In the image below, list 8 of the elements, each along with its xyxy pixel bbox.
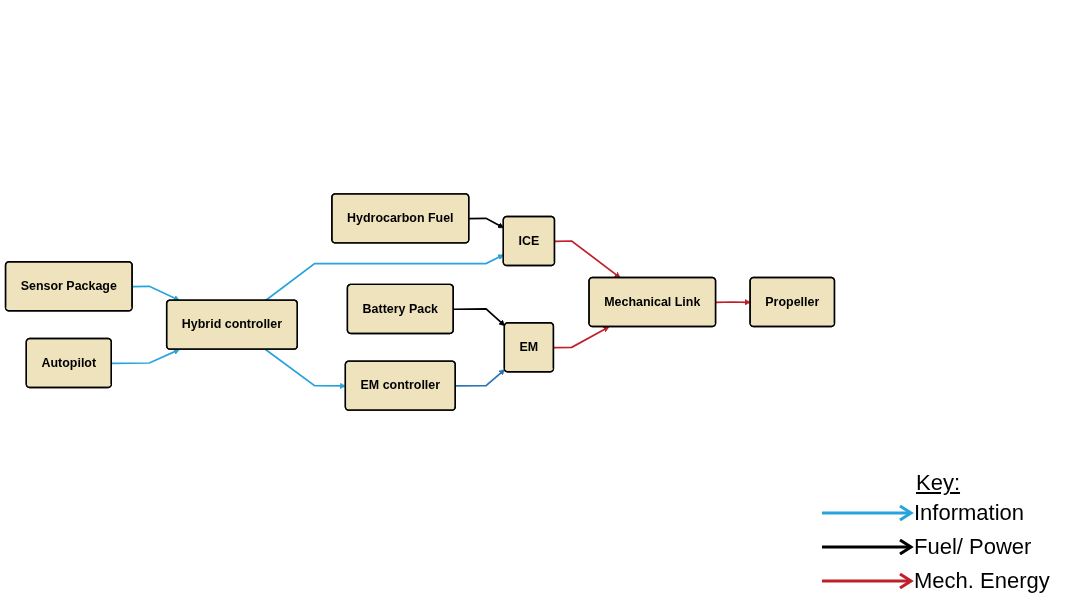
legend-label: Information [914, 500, 1025, 526]
arrow [468, 217, 504, 229]
arrow [264, 348, 346, 389]
key-heading: Key: [916, 470, 962, 496]
legend-label: Mech. Energy [914, 568, 1050, 594]
arrow [715, 299, 751, 306]
legend-label: Fuel/ Power [914, 534, 1032, 560]
arrow [264, 254, 504, 302]
